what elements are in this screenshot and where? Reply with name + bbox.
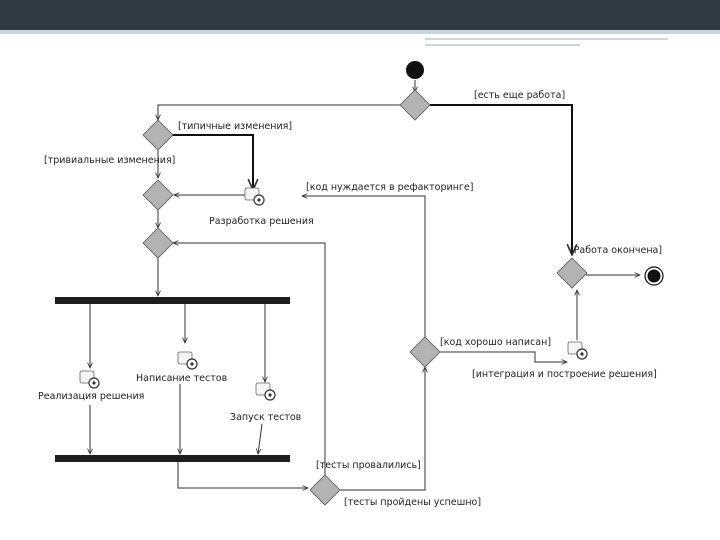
join-bar <box>55 455 290 462</box>
edge-d2-develop <box>172 134 253 190</box>
activity-icon <box>79 370 100 389</box>
decision-change-type <box>142 119 174 151</box>
decision-merge-tests <box>142 227 174 259</box>
slide-header-accent <box>0 30 720 34</box>
activity-icon <box>567 341 588 360</box>
edge-d1-d2 <box>158 104 400 120</box>
edge-d5-integration <box>440 351 567 362</box>
label-run-tests: Запуск тестов <box>230 412 302 423</box>
decision-work-done <box>556 257 588 289</box>
edge-join-d7 <box>177 462 308 488</box>
label-integration: [интеграция и построение решения] <box>472 369 657 380</box>
initial-node <box>406 61 424 79</box>
activity-icon <box>244 187 265 206</box>
activity-icon <box>255 382 276 401</box>
decision-code-quality <box>409 336 441 368</box>
activity-icon <box>177 351 198 370</box>
label-write-tests: Написание тестов <box>136 373 228 384</box>
label-work-done: [Работа окончена] <box>570 245 662 256</box>
slide-header-bar <box>0 0 720 30</box>
edges <box>90 80 640 490</box>
label-trivial-changes: [тривиальные изменения] <box>44 155 175 166</box>
final-node <box>644 266 664 286</box>
label-more-work: [есть еще работа] <box>474 90 565 101</box>
edge-run-tests-join <box>258 423 263 454</box>
label-typical-changes: [типичные изменения] <box>178 121 292 132</box>
label-code-well-written: [код хорошо написан] <box>440 337 551 348</box>
decision-test-result <box>309 474 341 506</box>
slide-header-line <box>425 44 580 46</box>
slide-header-line <box>425 38 668 40</box>
label-develop-solution: Разработка решения <box>209 216 314 227</box>
fork-bar <box>55 297 290 304</box>
decision-more-work <box>399 89 431 121</box>
edge-d7-d5 <box>340 367 425 491</box>
label-tests-failed: [тесты провалились] <box>316 460 421 471</box>
decision-merge-develop <box>142 179 174 211</box>
label-implement-solution: Реализация решения <box>38 391 144 402</box>
edge-d7-d4 <box>173 243 326 475</box>
edge-d5-develop <box>302 196 426 338</box>
label-needs-refactoring: [код нуждается в рефакторинге] <box>306 182 473 193</box>
edge-d1-d6 <box>430 104 572 255</box>
label-tests-passed: [тесты пройдены успешно] <box>344 497 481 508</box>
